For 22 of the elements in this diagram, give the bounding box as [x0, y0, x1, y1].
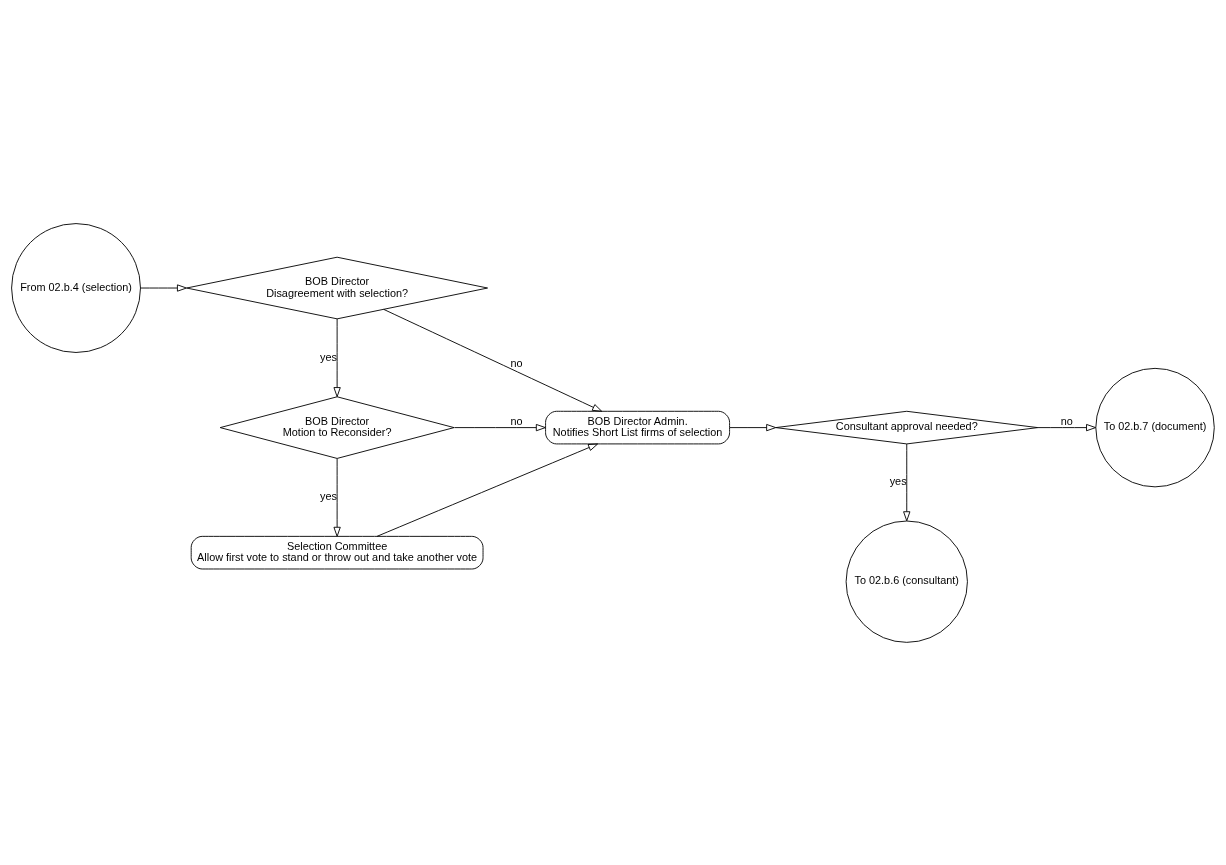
edge-label: yes [320, 489, 337, 502]
node-circle: From 02.b.4 (selection) [11, 222, 141, 353]
arrow [333, 457, 341, 537]
arrow [1037, 423, 1097, 431]
edge-label: no [510, 356, 523, 369]
edge-label: yes [320, 350, 337, 363]
arrow [140, 283, 187, 292]
arrow [453, 423, 546, 431]
arrow [376, 443, 599, 537]
node-circle: To 02.b.6 (consultant) [845, 520, 968, 643]
node-diamond: Consultant approval needed? [775, 410, 1039, 444]
arrow [729, 423, 777, 431]
node-circle: To 02.b.7 (document) [1095, 367, 1215, 487]
edge-label: no [1060, 414, 1073, 427]
arrow [383, 308, 603, 412]
node-box: BOB Director Admin. Notifies Short List firms of selection [545, 410, 730, 444]
arrow [333, 317, 341, 397]
node-diamond: BOB Director Motion to Reconsider? [219, 395, 455, 459]
node-box: Selection Committee Allow first vote to stand or throw out and take another vote [190, 535, 484, 569]
edge-label: no [510, 414, 523, 427]
node-diamond: BOB Director Disagreement with selection? [186, 256, 489, 319]
arrow [903, 443, 911, 521]
